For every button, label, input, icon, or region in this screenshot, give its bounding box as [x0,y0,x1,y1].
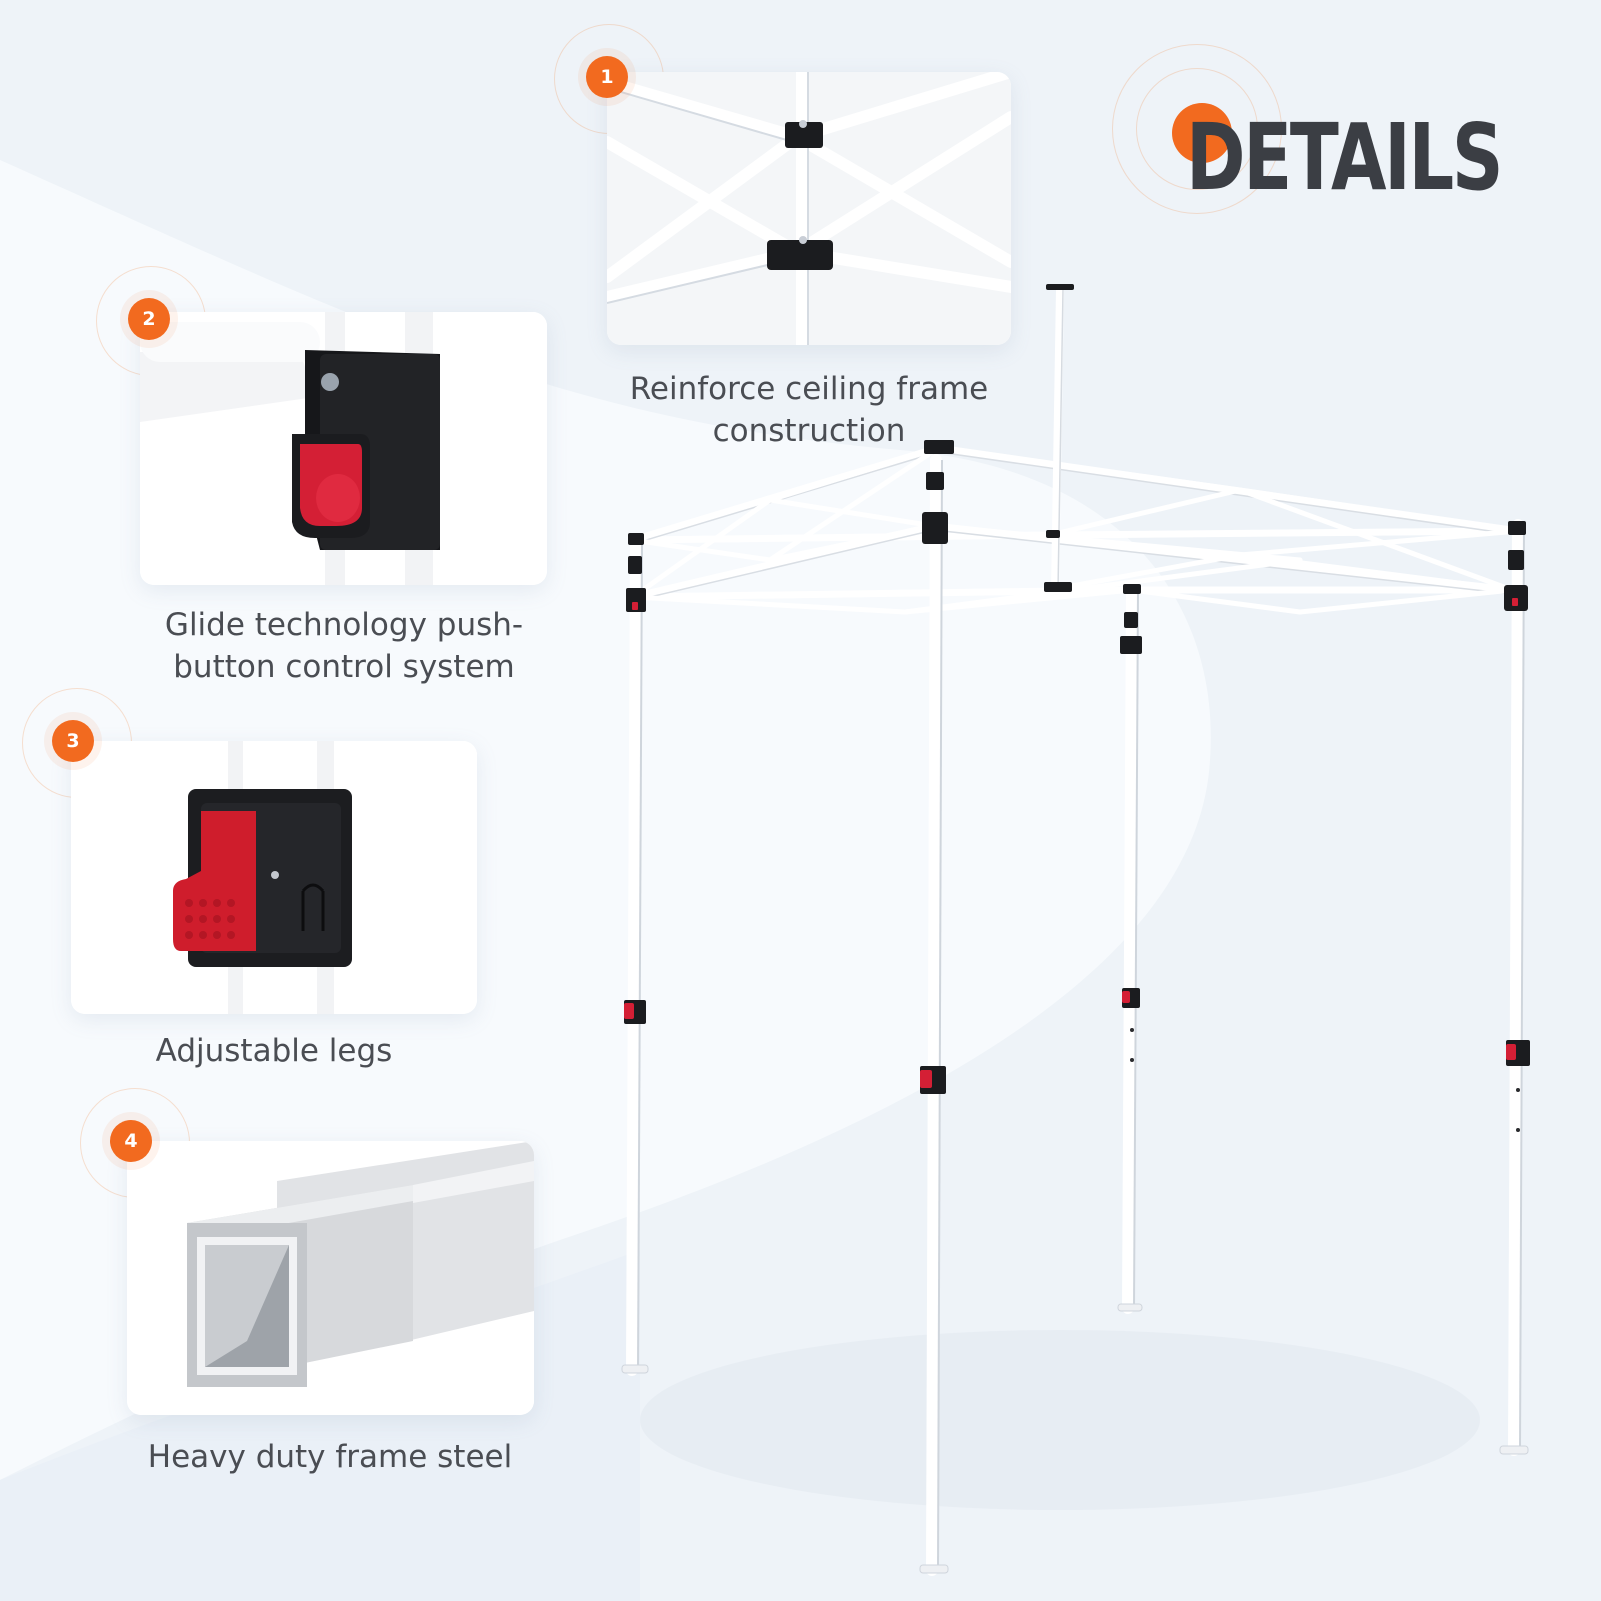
title-accent-dot [1172,103,1232,163]
page-title: DETAILS [1186,104,1504,211]
feature-1-caption-line1: Reinforce ceiling frame [629,371,989,407]
feature-2-caption-line1: Glide technology push- [164,607,524,643]
feature-4-image [127,1141,534,1415]
feature-4-caption: Heavy duty frame steel [116,1436,544,1478]
title-ring [1112,44,1282,214]
badge-3: 3 [52,720,94,762]
push-button-icon [140,312,547,585]
title-ring-inner [1136,68,1258,190]
badge-2: 2 [128,298,170,340]
feature-1-caption: Reinforce ceiling frame construction [600,368,1018,452]
leg-clamp-icon [71,741,477,1014]
feature-3-caption: Adjustable legs [60,1030,488,1072]
feature-1-image [607,72,1011,345]
feature-4-caption-line1: Heavy duty frame steel [147,1439,513,1475]
steel-tube-icon [127,1141,534,1415]
feature-2-caption-line2: button control system [173,649,515,685]
feature-2-caption: Glide technology push- button control sy… [130,604,558,688]
feature-3-image [71,741,477,1014]
canopy-frame-illustration [621,284,1530,1576]
ceiling-frame-icon [607,72,1011,345]
feature-2-image [140,312,547,585]
feature-1-caption-line2: construction [712,413,906,449]
badge-4: 4 [110,1120,152,1162]
feature-3-caption-line1: Adjustable legs [155,1033,393,1069]
badge-1: 1 [586,56,628,98]
